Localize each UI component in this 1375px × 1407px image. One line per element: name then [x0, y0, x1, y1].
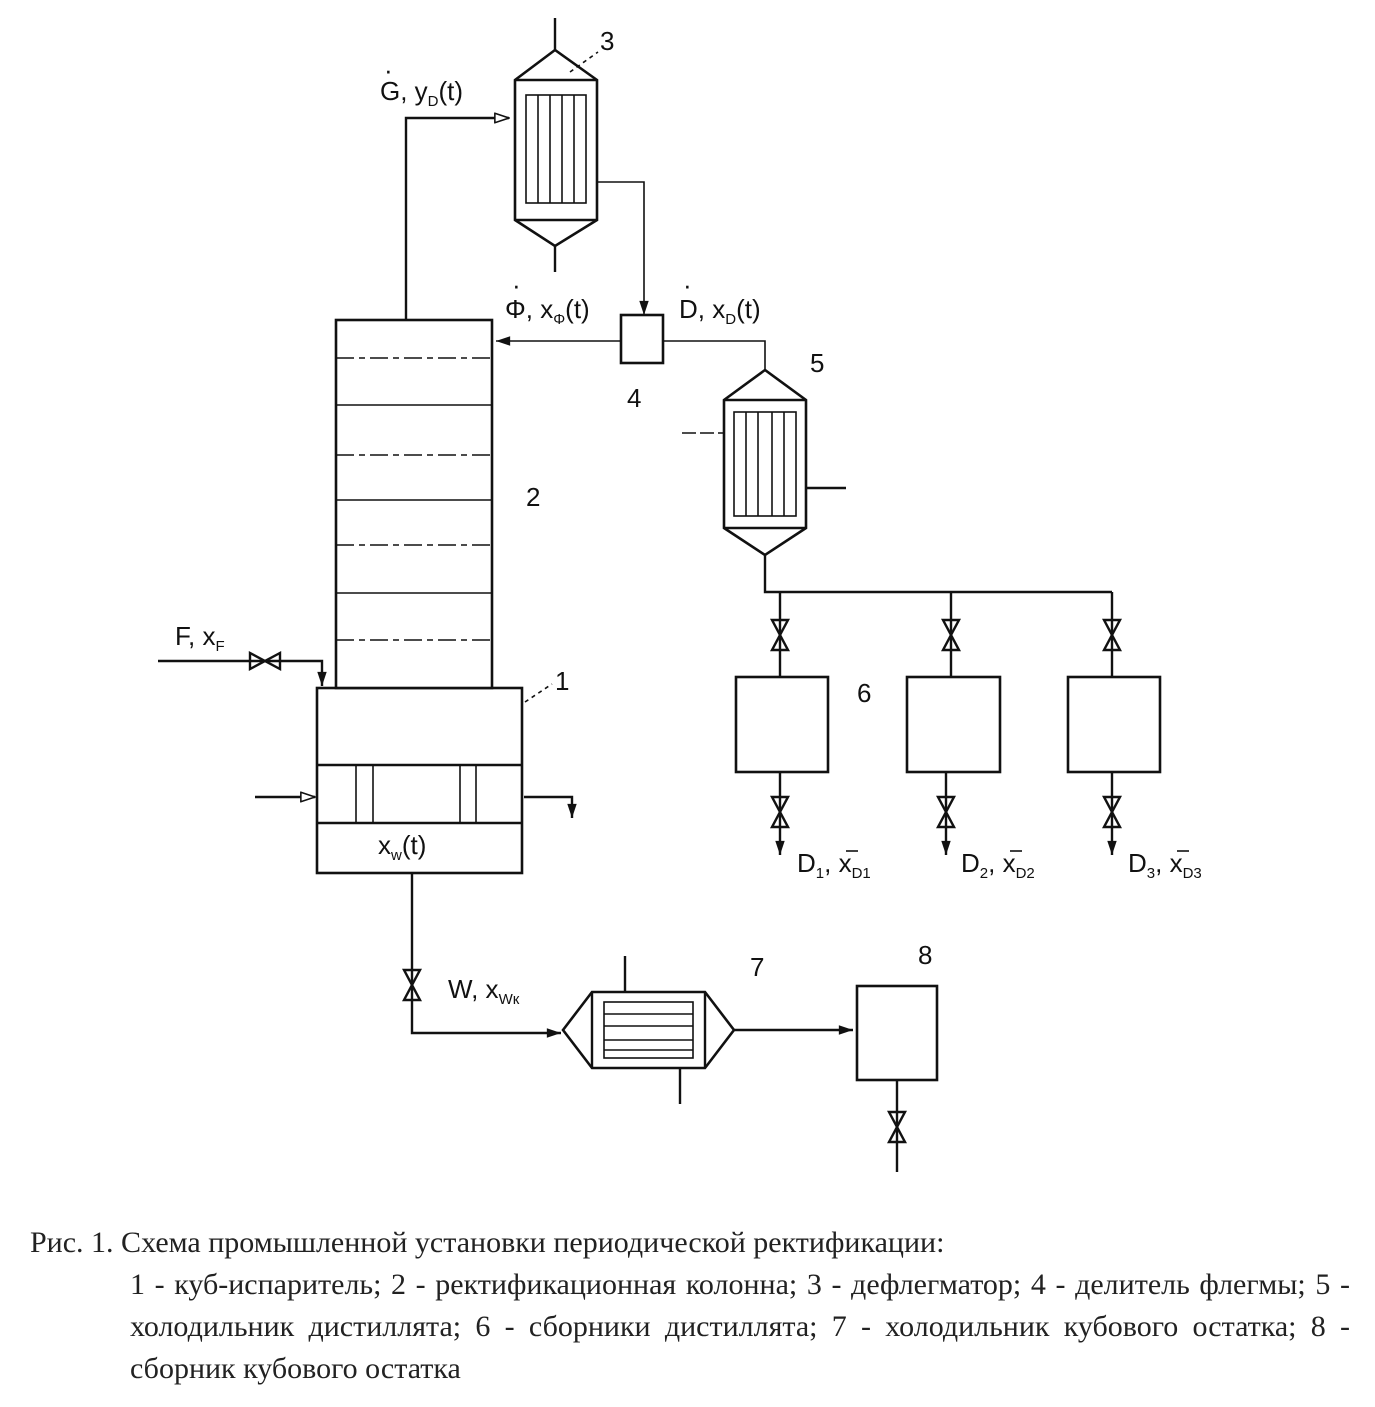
- residue-cooler: [561, 956, 736, 1104]
- svg-text:D, xD(t): D, xD(t): [679, 294, 761, 328]
- svg-text:·: ·: [384, 55, 393, 85]
- label-splitter: 4: [627, 383, 641, 413]
- product-1-label: D1, xD1: [797, 848, 871, 882]
- receiver-3-outlet-valve[interactable]: [1102, 795, 1122, 829]
- bottoms-composition-label: xw(t): [378, 830, 426, 864]
- label-dephlegmator: 3: [600, 26, 614, 56]
- distillate-cooler: [682, 368, 846, 557]
- reboiler: [315, 686, 524, 875]
- label-residue-cooler: 7: [750, 952, 764, 982]
- receiver-3-inlet-valve[interactable]: [1102, 618, 1122, 652]
- svg-text:D2, xD2: D2, xD2: [961, 848, 1035, 882]
- reflux-splitter: [619, 313, 665, 365]
- vapor-stream-label: G, yD(t) ·: [380, 55, 463, 110]
- feed-stream-label: F, xF: [175, 621, 225, 655]
- receiver-1-inlet-valve[interactable]: [770, 618, 790, 652]
- distillate-receiver-2: [905, 675, 1002, 774]
- caption-legend: 1 - куб-испаритель; 2 - ректификационная…: [130, 1268, 1350, 1385]
- residue-line: [410, 873, 561, 1038]
- label-reboiler: 1: [555, 666, 569, 696]
- product-3-label: D3, xD3: [1128, 848, 1202, 882]
- condensate-line: [597, 181, 649, 316]
- label-distillate-receivers: 6: [857, 678, 871, 708]
- label-column: 2: [526, 482, 540, 512]
- label-distillate-cooler: 5: [810, 348, 824, 378]
- svg-text:·: ·: [683, 270, 692, 300]
- svg-text:D1, xD1: D1, xD1: [797, 848, 871, 882]
- feed-valve[interactable]: [248, 651, 282, 671]
- caption-title: Рис. 1. Схема промышленной установки пер…: [30, 1226, 945, 1259]
- receiver-2-outlet-valve[interactable]: [936, 795, 956, 829]
- heating-outlet-line: [524, 795, 577, 818]
- dephlegmator: [513, 18, 599, 272]
- product-2-label: D2, xD2: [961, 848, 1035, 882]
- residue-receiver-valve[interactable]: [887, 1110, 907, 1144]
- label-residue-receiver: 8: [918, 940, 932, 970]
- residue-stream-label: W, xWк: [448, 974, 520, 1008]
- distillate-receiver-1: [734, 675, 830, 774]
- receiver-1-outlet-valve[interactable]: [770, 795, 790, 829]
- feed-line: [158, 659, 327, 686]
- distillate-line: [663, 340, 766, 370]
- svg-text:D3, xD3: D3, xD3: [1128, 848, 1202, 882]
- vapor-line: [404, 118, 509, 320]
- reflux-stream-label: Φ, xΦ(t) ·: [505, 270, 590, 328]
- distillate-stream-label: D, xD(t) ·: [679, 270, 761, 328]
- residue-valve[interactable]: [402, 968, 422, 1002]
- rectification-column: [334, 318, 494, 690]
- process-flow-diagram: 1 2 3 4 5 6 7 8 G, yD(t) · Φ, xΦ(t) · D,…: [158, 18, 1202, 1172]
- distillate-header: [763, 555, 1112, 594]
- distillate-receiver-3: [1066, 675, 1162, 774]
- receiver-2-inlet-valve[interactable]: [941, 618, 961, 652]
- figure-caption: Рис. 1. Схема промышленной установки пер…: [30, 1222, 1350, 1390]
- svg-text:G, yD(t): G, yD(t): [380, 76, 463, 110]
- svg-text:·: ·: [512, 270, 521, 300]
- svg-text:Φ, xΦ(t): Φ, xΦ(t): [505, 294, 590, 328]
- residue-receiver: [855, 984, 939, 1082]
